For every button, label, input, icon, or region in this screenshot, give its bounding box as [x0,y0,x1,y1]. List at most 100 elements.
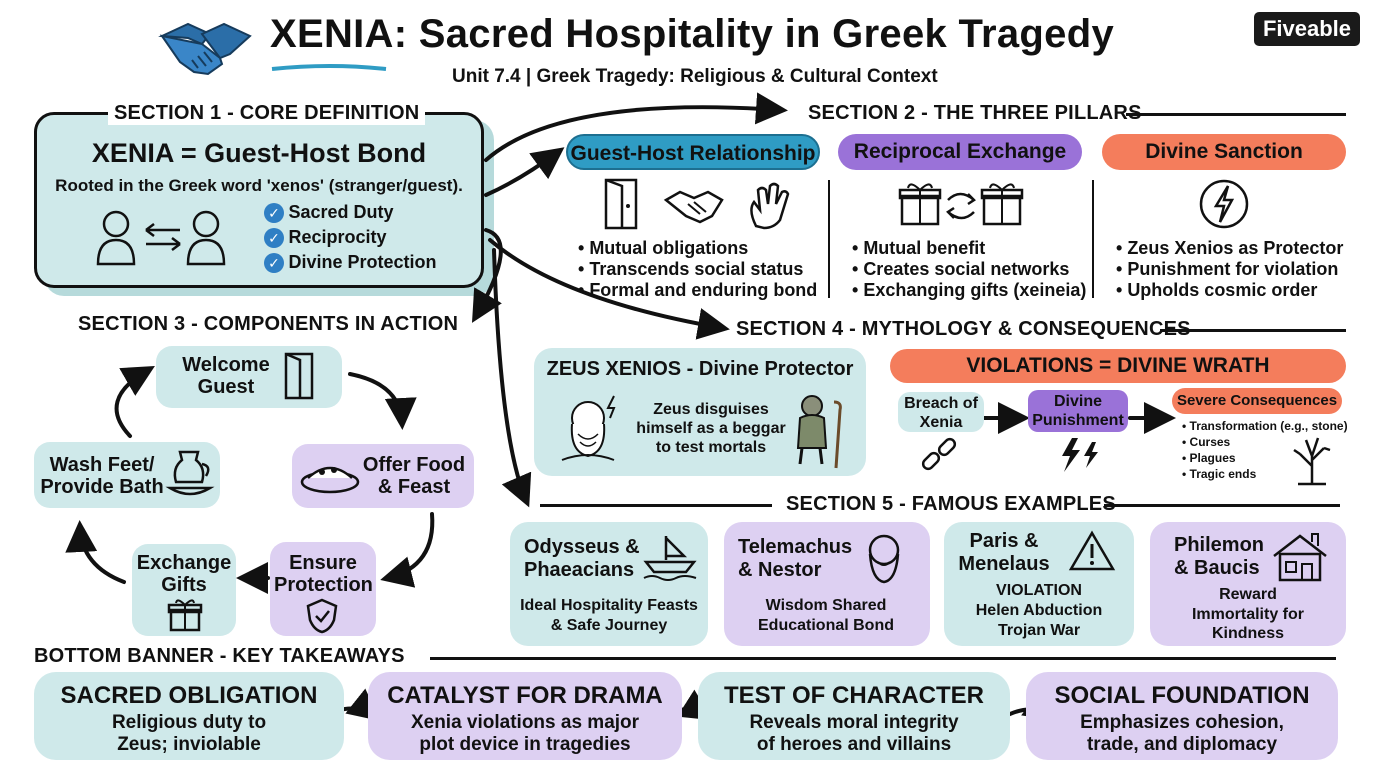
shield-icon [306,598,338,639]
violations-banner: VIOLATIONS = DIVINE WRATH [890,349,1346,383]
example-text: Ideal Hospitality Feasts & Safe Journey [520,597,698,634]
warning-icon [1068,530,1116,577]
takeaway-title: SACRED OBLIGATION [60,682,318,709]
example-title: Philemon & Baucis [1174,534,1265,579]
example-tag: VIOLATION [996,582,1082,599]
check-label: Reciprocity [288,227,387,247]
pillar-title-reciprocal: Reciprocal Exchange [838,134,1082,170]
check-icon: ✓ [264,202,284,223]
pillar-divider [1092,180,1094,298]
takeaways-label: BOTTOM BANNER - KEY TAKEAWAYS [28,645,411,668]
check-label: Sacred Duty [288,202,394,222]
pillar-title-divine: Divine Sanction [1102,134,1346,170]
bullet: Creates social networks [852,259,1086,280]
header-handshake-icon [158,14,254,80]
page-subtitle: Unit 7.4 | Greek Tragedy: Religious & Cu… [452,66,938,87]
flow-consequences: Severe Consequences [1172,388,1342,414]
bullet: Zeus Xenios as Protector [1116,238,1343,259]
pillar2-bullets: Mutual benefit Creates social networks E… [852,238,1086,301]
elder-face-icon [860,530,908,591]
consequence-list: Transformation (e.g., stone) Curses Plag… [1182,418,1348,482]
takeaway-social-foundation: SOCIAL FOUNDATION Emphasizes cohesion, t… [1026,672,1338,760]
logo-text: Fiveable [1262,16,1352,41]
section1-description: Rooted in the Greek word 'xenos' (strang… [55,176,463,195]
check-icon: ✓ [264,252,284,273]
broken-chain-icon [918,437,960,483]
gift-icon [167,598,203,637]
step-label: Ensure Protection [274,552,373,596]
house-icon [1270,530,1330,589]
section2-label: SECTION 2 - THE THREE PILLARS [802,102,1148,125]
consequence-item: Plagues [1182,450,1348,466]
takeaway-text: Religious duty to Zeus; inviolable [111,712,267,755]
page-title: XENIA: Sacred Hospitality in Greek Trage… [270,12,1114,56]
example-card-philemon [1150,522,1346,646]
section5-rule-right [1104,504,1340,507]
pillar-title-guest-host: Guest-Host Relationship [566,134,820,170]
step-label: Wash Feet/ Provide Bath [40,454,164,498]
water-jug-icon [165,448,215,505]
zeus-face-icon [548,390,630,473]
check-list: ✓ Sacred Duty ✓ Reciprocity ✓ Divine Pro… [264,202,436,277]
bullet: Exchanging gifts (xeineia) [852,280,1086,301]
check-label: Divine Protection [288,252,437,272]
zeus-text: Zeus disguises himself as a beggar to te… [636,401,786,456]
waving-hand-icon [746,180,790,235]
check-item: ✓ Sacred Duty [264,202,436,227]
consequence-item: Transformation (e.g., stone) [1182,418,1348,434]
takeaway-test-character: TEST OF CHARACTER Reveals moral integrit… [698,672,1010,760]
takeaway-sacred-obligation: SACRED OBLIGATION Religious duty to Zeus… [34,672,344,760]
takeaway-title: CATALYST FOR DRAMA [387,682,663,709]
consequence-item: Curses [1182,434,1348,450]
section3-label: SECTION 3 - COMPONENTS IN ACTION [72,313,465,336]
door-icon [600,178,644,235]
takeaway-title: TEST OF CHARACTER [724,682,984,709]
guest-host-exchange-icon [96,206,228,270]
pillar-divider [828,180,830,298]
step-wash-feet: Wash Feet/ Provide Bath [34,442,220,508]
section5-rule-left [540,504,772,507]
bullet: Punishment for violation [1116,259,1343,280]
section2-rule [1126,113,1346,116]
takeaway-catalyst: CATALYST FOR DRAMA Xenia violations as m… [368,672,682,760]
gift-exchange-icon [898,180,1024,233]
section4-rule [1160,329,1346,332]
check-item: ✓ Reciprocity [264,227,436,252]
food-plate-icon [300,456,362,499]
section5-label: SECTION 5 - FAMOUS EXAMPLES [780,493,1122,516]
example-card-paris [944,522,1134,646]
example-text: Wisdom Shared Educational Bond [758,597,894,634]
section1-label: SECTION 1 - CORE DEFINITION [108,102,426,125]
bullet: Upholds cosmic order [1116,280,1343,301]
flow-punishment: Divine Punishment [1028,390,1128,432]
pillar1-bullets: Mutual obligations Transcends social sta… [578,238,817,301]
check-icon: ✓ [264,227,284,248]
takeaway-text: Emphasizes cohesion, trade, and diplomac… [1080,712,1284,755]
dead-tree-icon [1288,432,1336,491]
beggar-icon [790,392,846,475]
example-text: Immortality for Kindness [1191,606,1304,642]
example-title: Telemachus & Nestor [738,536,853,581]
example-title: Paris & Menelaus [958,530,1050,575]
lightning-bolts-icon [1054,436,1104,481]
takeaway-title: SOCIAL FOUNDATION [1054,682,1310,709]
handshake-icon [663,186,724,231]
bullet: Mutual obligations [578,238,817,259]
takeaway-text: Xenia violations as major plot device in… [410,712,640,755]
takeaway-text: Reveals moral integrity of heroes and vi… [749,712,959,755]
lightning-icon [1198,178,1250,235]
step-label: Welcome Guest [182,354,270,398]
check-item: ✓ Divine Protection [264,252,436,277]
step-label: Exchange Gifts [136,552,232,596]
takeaways-rule [430,657,1336,660]
bullet: Transcends social status [578,259,817,280]
section1-heading: XENIA = Guest-Host Bond [91,138,427,168]
ship-icon [642,532,698,589]
fiveable-logo: Fiveable [1254,12,1360,46]
pillar3-bullets: Zeus Xenios as Protector Punishment for … [1116,238,1343,301]
bullet: Mutual benefit [852,238,1086,259]
bullet: Formal and enduring bond [578,280,817,301]
section4-label: SECTION 4 - MYTHOLOGY & CONSEQUENCES [730,318,1197,341]
example-tag: Reward [1219,586,1277,603]
example-card-odysseus [510,522,708,646]
